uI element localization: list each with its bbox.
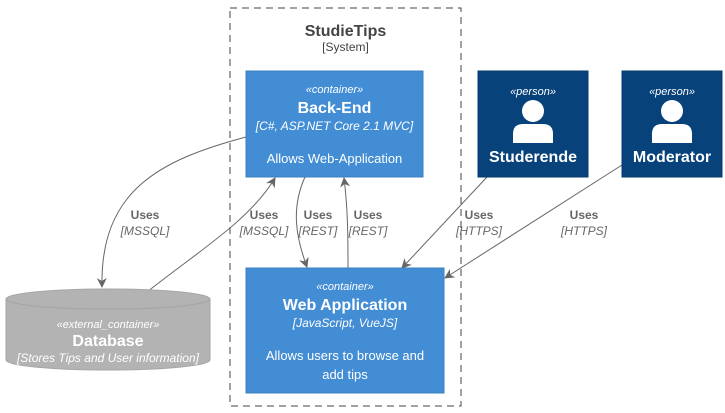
edge-tech: [MSSQL]: [239, 224, 289, 238]
person-icon: [652, 100, 692, 143]
moderator-stereotype: «person»: [649, 86, 695, 98]
edge-label: Uses: [131, 208, 160, 222]
database-stereotype: «external_container»: [57, 319, 160, 331]
webapp-description-line2: add tips: [322, 367, 368, 382]
webapp-tech: [JavaScript, VueJS]: [292, 316, 398, 330]
backend-tech: [C#, ASP.NET Core 2.1 MVC]: [255, 119, 414, 133]
edge-tech: [REST]: [298, 224, 338, 238]
edge-tech: [MSSQL]: [120, 224, 170, 238]
backend-container[interactable]: «container» Back-End [C#, ASP.NET Core 2…: [245, 70, 424, 178]
webapp-stereotype: «container»: [316, 281, 374, 293]
studerende-name: Studerende: [489, 149, 577, 166]
moderator-name: Moderator: [633, 149, 711, 166]
edge-moderator-to-webapp: Uses [HTTPS]: [444, 164, 623, 279]
person-moderator[interactable]: «person» Moderator: [621, 70, 723, 178]
database-name: Database: [72, 333, 143, 350]
webapp-name: Web Application: [283, 297, 407, 314]
edge-label: Uses: [354, 208, 383, 222]
webapp-container[interactable]: «container» Web Application [JavaScript,…: [245, 267, 445, 394]
edge-backend-to-database: Uses [MSSQL]: [96, 136, 247, 288]
backend-description: Allows Web-Application: [267, 151, 403, 166]
edge-tech: [HTTPS]: [455, 224, 503, 238]
edge-tech: [REST]: [348, 224, 388, 238]
backend-name: Back-End: [298, 100, 372, 117]
edge-tech: [HTTPS]: [560, 224, 608, 238]
edge-database-to-backend: Uses [MSSQL]: [146, 177, 289, 293]
edge-webapp-to-backend: Uses [REST]: [340, 177, 388, 269]
edge-label: Uses: [304, 208, 333, 222]
edge-label: Uses: [250, 208, 279, 222]
database-external-container[interactable]: «external_container» Database [Stores Ti…: [5, 288, 211, 371]
edge-backend-to-webapp: Uses [REST]: [295, 176, 338, 268]
edge-studerende-to-webapp: Uses [HTTPS]: [401, 176, 503, 269]
database-description: [Stores Tips and User information]: [16, 351, 200, 365]
studerende-stereotype: «person»: [510, 86, 556, 98]
system-boundary: StudieTips [System]: [229, 7, 462, 407]
boundary-title: StudieTips: [305, 23, 387, 40]
boundary-subtitle: [System]: [322, 40, 369, 54]
edge-label: Uses: [570, 208, 599, 222]
backend-stereotype: «container»: [306, 84, 364, 96]
person-studerende[interactable]: «person» Studerende: [477, 70, 589, 178]
person-icon: [513, 100, 553, 143]
webapp-description-line1: Allows users to browse and: [266, 348, 424, 363]
edge-label: Uses: [465, 208, 494, 222]
